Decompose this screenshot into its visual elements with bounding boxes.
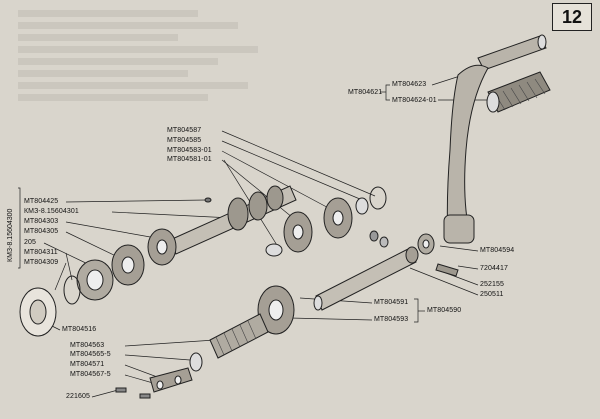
lower-shaft-assembly [257, 230, 459, 335]
shaft-gear-teeth [227, 185, 284, 231]
page-number: 12 [561, 6, 583, 27]
part-label-mt804567-5: MT804567-5 [70, 371, 111, 378]
part-label-mt804563: MT804563 [70, 342, 105, 349]
part-label-mt804621: MT804621 [348, 89, 383, 96]
kickstart-lever [443, 34, 551, 244]
assembly-label-kmz-15604300: КМЗ-8.15604300 [7, 208, 14, 262]
part-label-mt804623: MT804623 [392, 81, 427, 88]
part-label-mt804305: MT804305 [24, 228, 59, 235]
part-label-mt804571: MT804571 [70, 361, 105, 368]
part-label-mt804309: MT804309 [24, 259, 59, 266]
faint-background-text [18, 10, 318, 106]
part-label-mt804516: MT804516 [62, 326, 97, 333]
part-label-mt804581-01: MT804581-01 [167, 156, 212, 163]
part-label-mt804624-01: MT804624-01 [392, 97, 437, 104]
part-label-205: 205 [24, 239, 36, 246]
part-label-mt804594: MT804594 [480, 247, 515, 254]
part-label-7204417: 7204417 [480, 265, 508, 272]
part-label-mt804591: MT804591 [374, 299, 409, 306]
kickstart-shaft-assembly [19, 185, 387, 337]
part-label-mt804593: MT804593 [374, 316, 409, 323]
part-label-252155: 252155 [480, 281, 504, 288]
part-label-mt804425: MT804425 [24, 198, 59, 205]
part-label-250511: 250511 [480, 291, 504, 298]
part-label-mt804590: MT804590 [427, 307, 462, 314]
part-label-mt804587: MT804587 [167, 127, 202, 134]
part-label-kmz-15604301: КМЗ-8.15604301 [24, 208, 79, 215]
page-number-box: 12 [552, 3, 592, 31]
spring-and-cam-parts [115, 313, 269, 399]
part-label-mt804565-5: MT804565-5 [70, 351, 111, 358]
part-label-mt804585: MT804585 [167, 137, 202, 144]
part-label-mt804311: MT804311 [24, 249, 58, 256]
part-label-mt804303: MT804303 [24, 218, 59, 225]
part-label-221605: 221605 [66, 393, 90, 400]
part-label-mt804583-01: MT804583-01 [167, 147, 212, 154]
